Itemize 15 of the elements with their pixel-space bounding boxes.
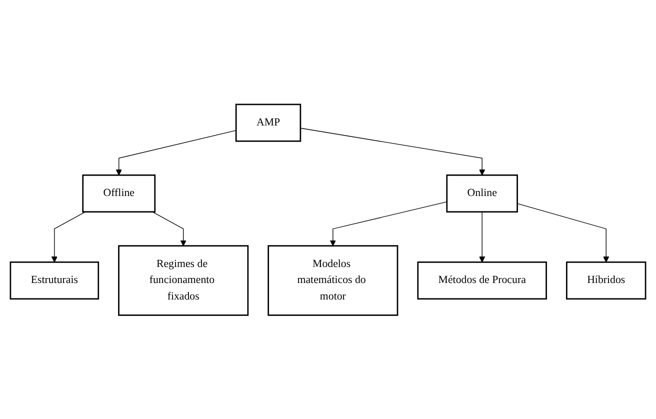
- node-box: Estruturais: [10, 261, 100, 300]
- arrow: [116, 130, 236, 176]
- arrow: [152, 211, 186, 246]
- arrow: [300, 127, 486, 176]
- node-box: Métodos de Procura: [417, 261, 547, 300]
- node-box: AMP: [235, 103, 302, 142]
- arrow: [516, 202, 610, 262]
- arrow: [51, 211, 86, 262]
- arrow: [330, 201, 448, 246]
- node-box: Modelos matemáticos do motor: [268, 244, 398, 316]
- node-box: Online: [446, 174, 518, 212]
- arrow: [479, 211, 486, 262]
- node-box: Regimes de funcionamento fixados: [118, 244, 249, 316]
- node-box: Híbridos: [566, 261, 646, 300]
- node-box: Offline: [82, 174, 156, 212]
